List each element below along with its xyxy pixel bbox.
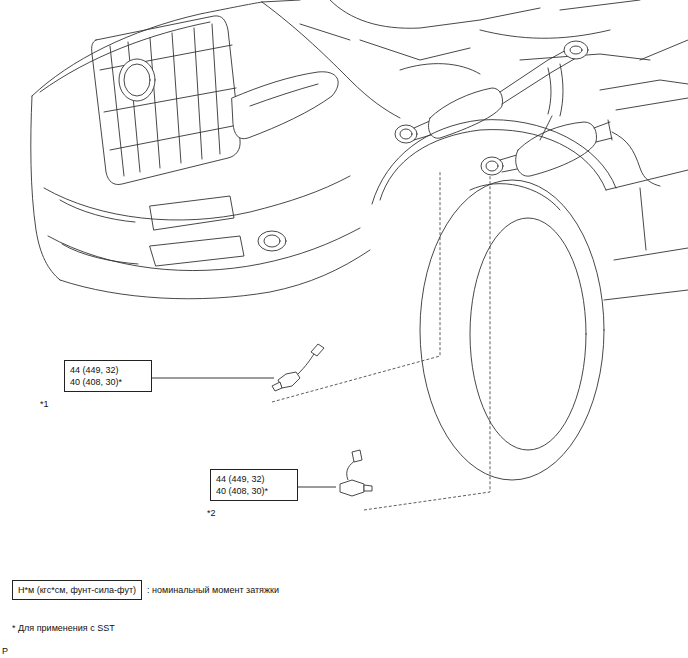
engine-outline — [400, 54, 688, 90]
body-outline — [604, 170, 688, 300]
location-leader — [272, 170, 440, 402]
body-outline — [616, 40, 688, 110]
pipe-flange — [400, 129, 412, 139]
oxygen-sensor — [340, 480, 364, 496]
exhaust-pipe — [500, 48, 576, 104]
sensor-connector — [311, 344, 324, 356]
torque-value: 44 (449, 32) — [70, 364, 146, 376]
headlight — [232, 72, 338, 139]
torque-box: 44 (449, 32)40 (408, 30)* — [64, 360, 152, 392]
tire — [470, 184, 560, 210]
tire — [470, 218, 586, 450]
leader-line — [152, 378, 274, 379]
pipe-flange — [570, 46, 582, 54]
callout-number: *1 — [40, 398, 49, 410]
catalytic-converter — [516, 122, 597, 176]
pipe-flange — [486, 161, 498, 171]
location-leader — [364, 176, 490, 510]
oxygen-sensor — [272, 382, 282, 391]
sensor-wire — [612, 132, 660, 186]
body-outline — [31, 96, 60, 280]
engine-outline — [262, 0, 640, 60]
legend-box: Н*м (кгс*см, фунт-сила-фут) — [12, 580, 142, 600]
bumper — [48, 228, 360, 271]
torque-value: 44 (449, 32) — [216, 473, 292, 485]
fog-light — [258, 231, 286, 251]
torque-value: Н*м (кгс*см, фунт-сила-фут) — [18, 584, 136, 596]
sensor-wire — [298, 354, 314, 374]
sensor-connector — [352, 450, 362, 462]
oxygen-sensor — [364, 485, 372, 491]
emblem — [119, 59, 155, 101]
exhaust-pipe — [594, 120, 612, 142]
exhaust-pipe — [548, 64, 563, 116]
torque-value: 40 (408, 30)* — [70, 376, 146, 388]
page-mark: P — [2, 645, 8, 657]
sensor-wire — [347, 460, 356, 480]
leader-line — [298, 487, 336, 488]
illustration-part — [272, 170, 490, 510]
lower-grille — [60, 200, 138, 264]
legend-text: : номинальный момент затяжки — [147, 584, 279, 596]
note-text: * Для применения с SST — [12, 622, 115, 634]
grille-bar — [110, 24, 220, 176]
grille — [92, 16, 240, 185]
headlight — [250, 84, 318, 106]
grille-bar — [100, 45, 238, 150]
fog-light — [264, 235, 280, 247]
mirror-line — [640, 188, 646, 250]
tire — [420, 180, 604, 480]
torque-box: 44 (449, 32)40 (408, 30)* — [210, 469, 298, 501]
illustration-part — [31, 0, 688, 480]
pipe-flange — [564, 41, 588, 59]
lower-grille — [150, 196, 244, 266]
torque-value: 40 (408, 30)* — [216, 485, 292, 497]
bumper — [60, 250, 370, 299]
emblem — [124, 64, 150, 96]
callout-number: *2 — [207, 507, 216, 519]
